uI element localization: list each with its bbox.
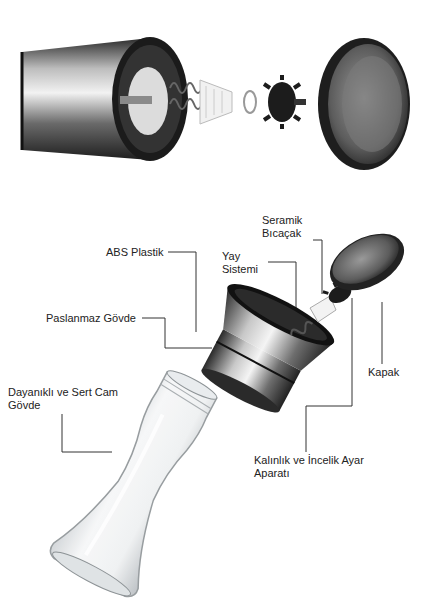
- part-label: Seramik Bıcaçak: [262, 214, 314, 240]
- part-label: Kalınlık ve İncelik Ayar Aparatı: [254, 454, 388, 480]
- part-label: Kapak: [368, 366, 412, 379]
- part-label: ABS Plastik: [106, 246, 186, 259]
- part-label: Dayanıklı ve Sert Cam Gövde: [8, 386, 136, 412]
- part-label: Yay Sistemi: [222, 250, 266, 276]
- part-label: Paslanmaz Gövde: [46, 312, 146, 325]
